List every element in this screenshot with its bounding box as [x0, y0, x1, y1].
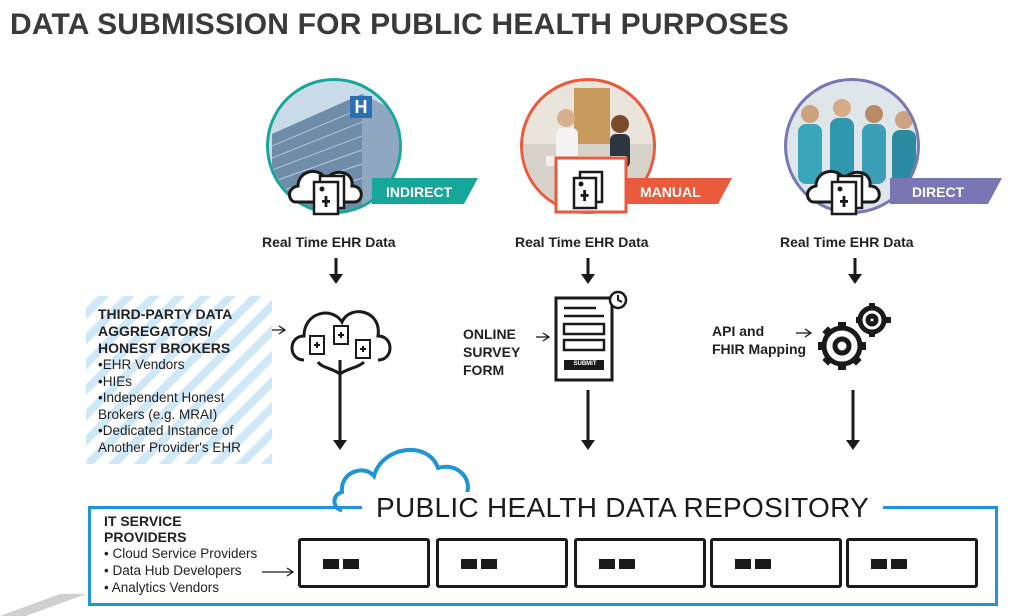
- online-form-label-3: FORM: [463, 362, 505, 378]
- server-led: [735, 559, 751, 569]
- indirect-badge-bg: [372, 178, 478, 204]
- third-party-item: •Independent Honest: [98, 390, 225, 405]
- third-party-item: •HIEs: [98, 373, 132, 389]
- indirect-caption: Real Time EHR Data: [262, 234, 396, 250]
- api-label-1: API and: [712, 323, 765, 339]
- server-led: [323, 559, 339, 569]
- submit-button: SUBMIT: [573, 361, 597, 367]
- server-unit: [846, 538, 978, 588]
- cloud-documents-icon: [290, 310, 392, 394]
- medical-document-icon: [830, 174, 864, 216]
- third-party-block: THIRD-PARTY DATA AGGREGATORS/ HONEST BRO…: [98, 306, 241, 456]
- api-label-2: FHIR Mapping: [712, 341, 807, 357]
- online-form-label-2: SURVEY: [463, 344, 521, 360]
- server-led: [871, 559, 887, 569]
- manual-caption: Real Time EHR Data: [515, 234, 649, 250]
- server-led: [599, 559, 615, 569]
- it-item: • Cloud Service Providers: [104, 546, 258, 561]
- indirect-badge: INDIRECT: [386, 184, 453, 200]
- third-party-item: Another Provider's EHR: [98, 439, 241, 455]
- third-party-heading-2: AGGREGATORS/: [98, 323, 212, 339]
- svg-text:H: H: [355, 97, 368, 117]
- direct-caption: Real Time EHR Data: [780, 234, 914, 250]
- server-unit: [298, 538, 430, 588]
- third-party-heading-1: THIRD-PARTY DATA: [98, 306, 233, 322]
- indirect-source-graphic: H: [266, 78, 478, 216]
- it-heading-1: IT SERVICE: [104, 513, 182, 529]
- server-led: [891, 559, 907, 569]
- corner-decoration: [0, 594, 86, 616]
- online-form-label-1: ONLINE: [463, 326, 516, 342]
- server-led: [755, 559, 771, 569]
- gears-icon: [818, 303, 891, 370]
- medical-document-icon: [312, 174, 346, 216]
- server-led: [343, 559, 359, 569]
- it-item: • Data Hub Developers: [104, 563, 242, 578]
- third-party-item: •Dedicated Instance of: [98, 423, 234, 438]
- third-party-item: Brokers (e.g. MRAI): [98, 406, 218, 422]
- third-party-item: •EHR Vendors: [98, 357, 185, 372]
- server-led: [481, 559, 497, 569]
- manual-source-graphic: [520, 78, 732, 214]
- manual-badge-bg: [626, 178, 732, 204]
- it-providers-block: IT SERVICE PROVIDERS • Cloud Service Pro…: [104, 513, 257, 596]
- manual-badge: MANUAL: [640, 184, 701, 200]
- server-unit: [574, 538, 706, 588]
- it-item: • Analytics Vendors: [104, 580, 220, 595]
- server-unit: [710, 538, 842, 588]
- repository-title: PUBLIC HEALTH DATA REPOSITORY: [362, 492, 884, 524]
- direct-badge: DIRECT: [912, 184, 965, 200]
- page-title: DATA SUBMISSION FOR PUBLIC HEALTH PURPOS…: [10, 8, 789, 41]
- repository-cloud-icon: [332, 447, 470, 512]
- third-party-hatch: [86, 296, 272, 464]
- direct-badge-bg: [890, 178, 1002, 204]
- survey-form-icon: [554, 290, 628, 382]
- server-led: [461, 559, 477, 569]
- server-unit: [436, 538, 568, 588]
- direct-source-graphic: [784, 78, 1002, 216]
- server-led: [619, 559, 635, 569]
- third-party-heading-3: HONEST BROKERS: [98, 340, 231, 356]
- it-heading-2: PROVIDERS: [104, 529, 187, 545]
